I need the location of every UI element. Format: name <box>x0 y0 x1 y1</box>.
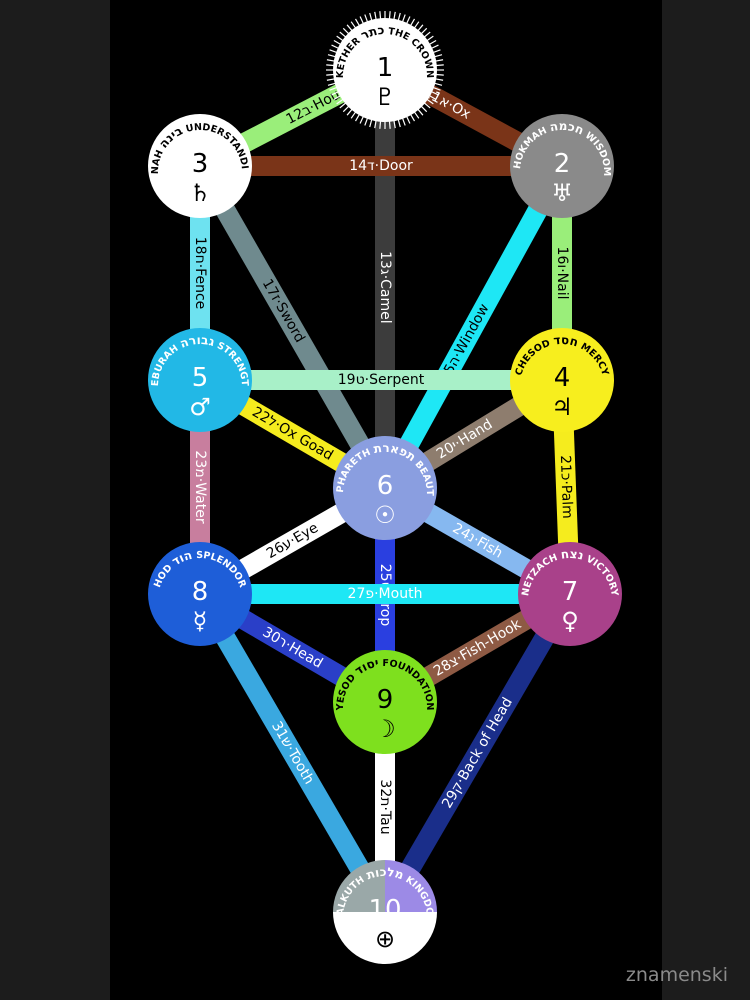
path-13: 13ג·Camel <box>375 70 395 488</box>
planet-symbol-icon: ♂ <box>189 393 211 421</box>
sephirah-number: 4 <box>554 363 571 393</box>
planet-symbol-icon: ♄ <box>189 179 211 207</box>
path-band <box>376 588 579 918</box>
quarter-lower <box>333 912 437 964</box>
sephirah-disc <box>510 328 614 432</box>
planet-symbol-icon: ☉ <box>374 501 396 529</box>
sephirah-disc <box>148 542 252 646</box>
path-27: 27פ·Mouth <box>200 584 570 604</box>
planet-symbol-icon: ♀ <box>561 607 579 635</box>
sephirah-disc <box>333 436 437 540</box>
path-label: 18ח·Fence <box>192 237 208 310</box>
sephirah-disc <box>148 114 252 218</box>
watermark-text: znamenski <box>625 964 728 986</box>
sephirah-disc <box>333 650 437 754</box>
sephirah-number: 8 <box>192 577 209 607</box>
path-label: 32ת·Tau <box>377 779 393 834</box>
sephirah-disc <box>333 18 437 122</box>
path-band <box>376 161 571 493</box>
sephirah-hebrew: חסד <box>553 333 580 350</box>
path-19: 19ט·Serpent <box>200 370 562 390</box>
sephirah-disc <box>518 542 622 646</box>
path-band <box>191 161 394 493</box>
sephirah-disc <box>510 114 614 218</box>
path-label: 14ד·Door <box>349 158 413 174</box>
sephirah-hebrew: נצח <box>560 547 585 563</box>
path-label: 27פ·Mouth <box>348 586 423 602</box>
sephirah-number: 2 <box>554 149 571 179</box>
path-label: 16ו·Nail <box>554 247 570 300</box>
path-label: 19ט·Serpent <box>338 372 425 388</box>
path-band <box>191 588 394 918</box>
sephirah-number: 9 <box>377 685 394 715</box>
path-label: 21כ·Palm <box>557 455 575 519</box>
quarter-olive <box>385 860 437 912</box>
sephirah-number: 6 <box>377 471 394 501</box>
sephirah-number: 1 <box>377 53 394 83</box>
path-label: 23מ·Water <box>192 450 208 523</box>
path-label: 13ג·Camel <box>377 251 393 324</box>
planet-symbol-icon: ☽ <box>374 715 396 743</box>
sephirah-number: 3 <box>192 149 209 179</box>
sephirah-disc <box>148 328 252 432</box>
planet-symbol-icon: ⊕ <box>375 925 395 953</box>
quarter-citrine <box>333 860 385 912</box>
planet-symbol-icon: ☿ <box>193 607 208 635</box>
planet-symbol-icon: ♇ <box>374 83 396 111</box>
path-14: 14ד·Door <box>200 156 562 176</box>
sephirah-number: 5 <box>192 363 209 393</box>
sephirah-number: 7 <box>562 577 579 607</box>
sephirah-number: 10 <box>368 895 401 925</box>
planet-symbol-icon: ♃ <box>551 393 573 421</box>
planet-symbol-icon: ♅ <box>551 179 573 207</box>
